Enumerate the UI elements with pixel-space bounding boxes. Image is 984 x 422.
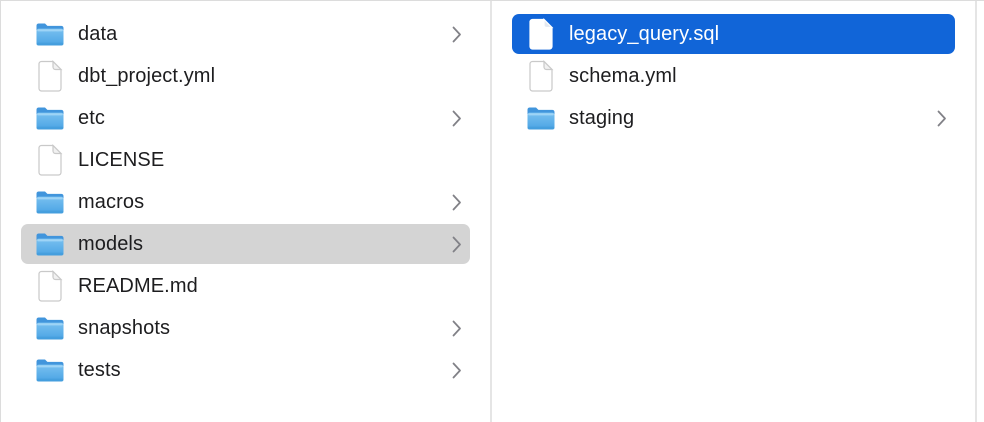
item-label: etc (78, 106, 105, 129)
folder-icon (526, 102, 556, 134)
folder-icon (35, 18, 65, 50)
chevron-right-icon (452, 362, 462, 379)
document-icon (35, 60, 65, 92)
column-parent-folder: data dbt_project.yml etc LICENSE (1, 1, 490, 422)
list-item[interactable]: schema.yml (512, 56, 955, 96)
column-empty (977, 1, 984, 422)
folder-icon (35, 186, 65, 218)
document-icon (35, 144, 65, 176)
list-item[interactable]: macros (21, 182, 470, 222)
item-label: macros (78, 190, 145, 213)
item-label: README.md (78, 274, 198, 297)
item-label: snapshots (78, 316, 171, 339)
column-models-folder: legacy_query.sql schema.yml staging (492, 1, 975, 422)
chevron-right-icon (452, 26, 462, 43)
list-item[interactable]: data (21, 14, 470, 54)
list-item[interactable]: tests (21, 350, 470, 390)
list-item[interactable]: LICENSE (21, 140, 470, 180)
item-label: LICENSE (78, 148, 165, 171)
chevron-right-icon (937, 110, 947, 127)
list-item[interactable]: snapshots (21, 308, 470, 348)
chevron-right-icon (452, 194, 462, 211)
list-item[interactable]: README.md (21, 266, 470, 306)
item-label: dbt_project.yml (78, 64, 216, 87)
column-divider[interactable] (975, 1, 977, 422)
item-label: staging (569, 106, 635, 129)
item-label: schema.yml (569, 64, 677, 87)
folder-icon (35, 102, 65, 134)
document-icon (526, 18, 556, 50)
chevron-right-icon (452, 236, 462, 253)
list-item[interactable]: dbt_project.yml (21, 56, 470, 96)
column-divider[interactable] (490, 1, 492, 422)
item-label: tests (78, 358, 121, 381)
list-item[interactable]: legacy_query.sql (512, 14, 955, 54)
list-item[interactable]: models (21, 224, 470, 264)
item-label: legacy_query.sql (569, 22, 720, 45)
item-label: data (78, 22, 118, 45)
document-icon (35, 270, 65, 302)
list-item[interactable]: staging (512, 98, 955, 138)
folder-icon (35, 228, 65, 260)
item-label: models (78, 232, 144, 255)
list-item[interactable]: etc (21, 98, 470, 138)
folder-icon (35, 312, 65, 344)
document-icon (526, 60, 556, 92)
chevron-right-icon (452, 320, 462, 337)
folder-icon (35, 354, 65, 386)
chevron-right-icon (452, 110, 462, 127)
